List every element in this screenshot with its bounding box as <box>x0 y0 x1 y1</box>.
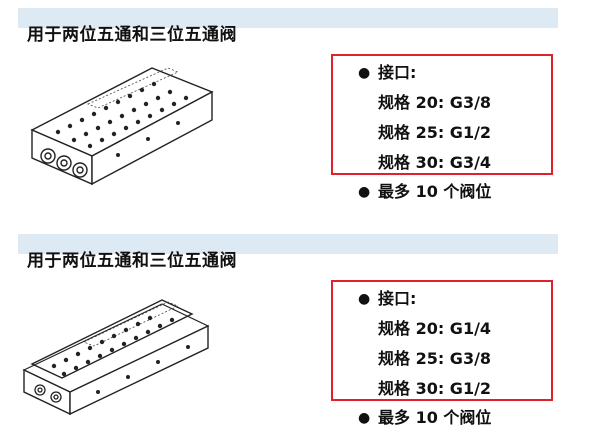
section-title: 用于两位五通和三位五通阀 <box>27 251 237 271</box>
manifold-section-2: 用于两位五通和三位五通阀 <box>0 226 602 438</box>
max-positions-item: ● 最多 10 个阀位 <box>358 177 491 207</box>
spec-item: 规格 25: G1/2 <box>378 123 492 142</box>
spec-item: 规格 20: G3/8 <box>378 93 492 112</box>
spec-item: 规格 25: G3/8 <box>378 349 492 368</box>
spec-item: 规格 30: G1/2 <box>378 379 492 398</box>
port-item: ● 接口: <box>358 58 491 88</box>
max-positions-item: ● 最多 10 个阀位 <box>358 403 491 433</box>
bullet-icon: ● <box>358 65 371 81</box>
bullet-icon: ● <box>358 410 371 426</box>
spec-item: 规格 30: G3/4 <box>378 153 492 172</box>
spec-highlight-box <box>331 54 553 175</box>
bullet-icon: ● <box>358 291 371 307</box>
section-header-bar <box>18 8 558 28</box>
bullet-icon: ● <box>358 184 371 200</box>
section-title: 用于两位五通和三位五通阀 <box>27 25 237 45</box>
spec-item: 规格 20: G1/4 <box>378 319 492 338</box>
manifold-section-1: 用于两位五通和三位五通阀 <box>0 0 602 212</box>
spec-list: ● 接口: 规格 20: G1/4 规格 25: G3/8 规格 30: G1/2 <box>358 284 491 404</box>
valve-manifold-icon <box>30 67 214 186</box>
port-item: ● 接口: <box>358 284 491 314</box>
port-label: 接口: <box>378 289 417 308</box>
spec-highlight-box <box>331 280 553 401</box>
max-positions-text: 最多 10 个阀位 <box>378 182 492 201</box>
port-label: 接口: <box>378 63 417 82</box>
section-header-bar <box>18 234 558 254</box>
max-positions-text: 最多 10 个阀位 <box>378 408 492 427</box>
valve-manifold-icon <box>22 299 210 416</box>
spec-list: ● 接口: 规格 20: G3/8 规格 25: G1/2 规格 30: G3/4 <box>358 58 491 178</box>
